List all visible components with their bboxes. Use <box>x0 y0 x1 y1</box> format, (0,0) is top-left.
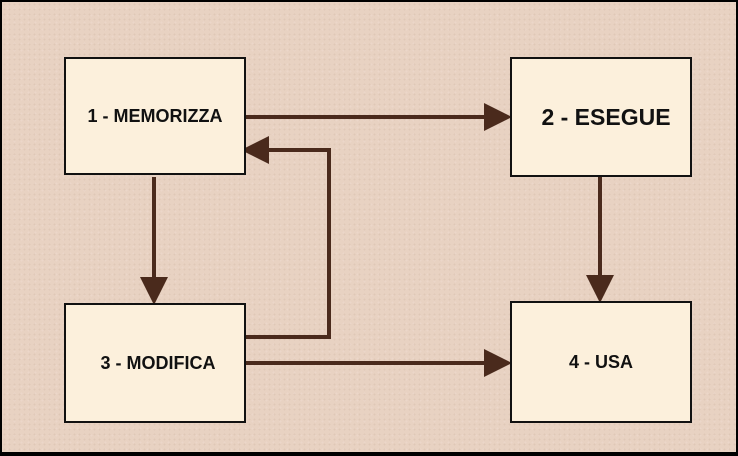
node-esegue-label: 2 - ESEGUE <box>541 103 671 130</box>
node-esegue: 2 - ESEGUE <box>510 57 692 177</box>
node-modifica: 3 - MODIFICA <box>64 303 246 423</box>
node-memorizza-label: 1 - MEMORIZZA <box>87 105 223 126</box>
node-usa: 4 - USA <box>510 301 692 423</box>
node-memorizza: 1 - MEMORIZZA <box>64 57 246 175</box>
edge-modifica-to-memorizza <box>241 136 331 339</box>
node-modifica-label: 3 - MODIFICA <box>100 352 216 373</box>
node-usa-label: 4 - USA <box>568 351 633 372</box>
